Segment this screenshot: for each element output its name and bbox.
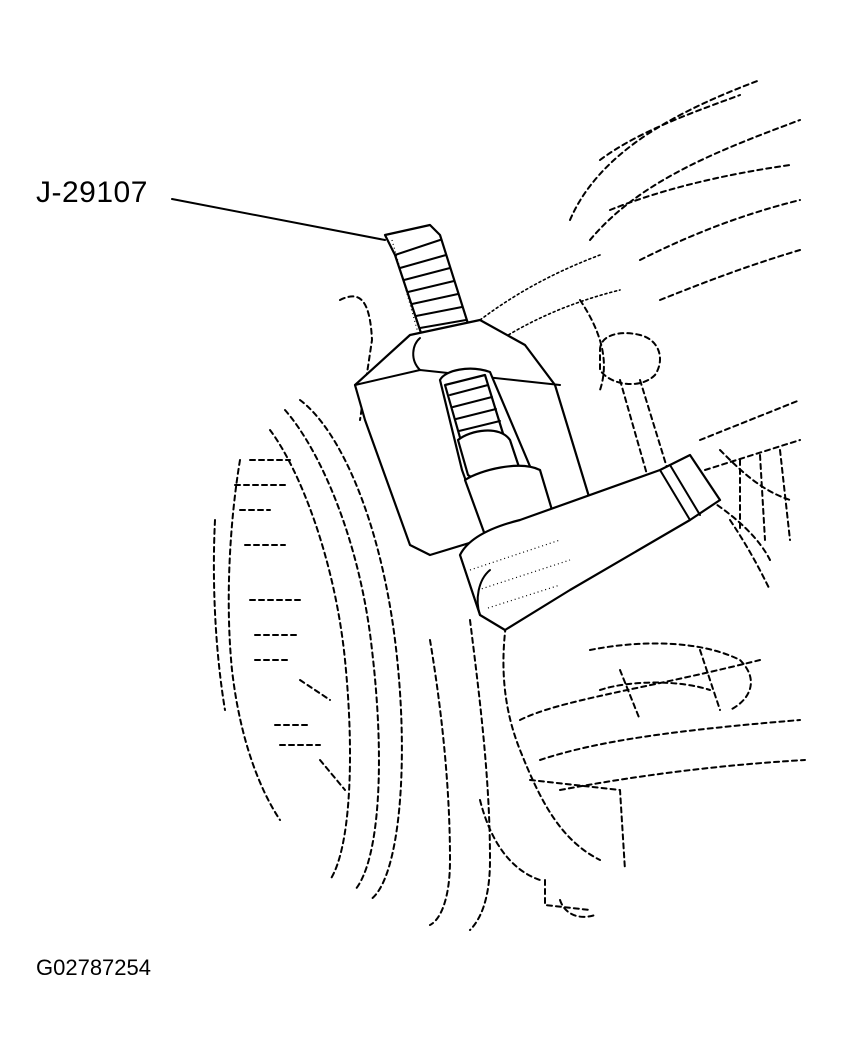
brake-rotor <box>212 295 491 931</box>
steering-knuckle-background <box>479 79 806 918</box>
callout-leader-line <box>171 198 386 241</box>
separator-tool <box>353 223 722 632</box>
figure-id-label: G02787254 <box>36 955 151 980</box>
tool-callout-label: J-29107 <box>36 176 148 209</box>
